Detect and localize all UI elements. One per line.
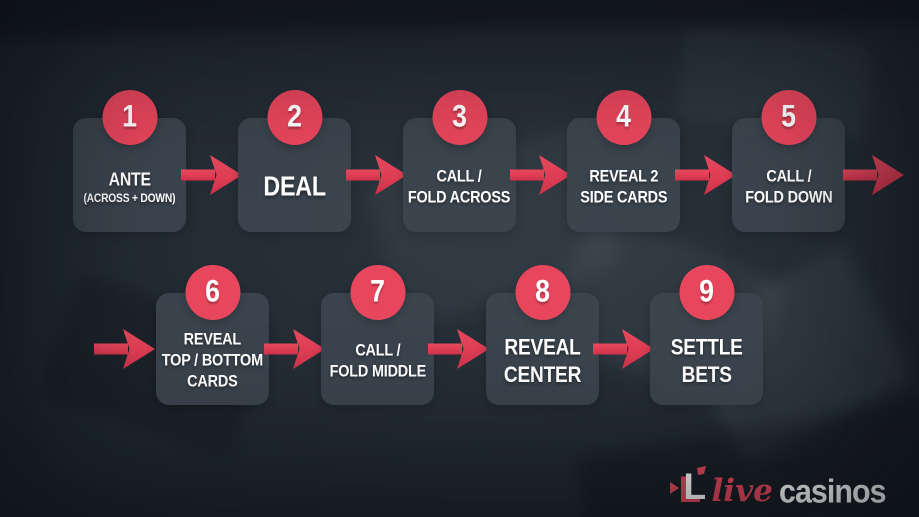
step-number: 2 [287, 99, 302, 135]
step-box-4: 4 REVEAL 2 SIDE CARDS [567, 90, 680, 232]
step-number: 9 [699, 274, 714, 310]
step-box-1: 1 ANTE (ACROSS + DOWN) [73, 90, 186, 232]
flow-arrow [593, 329, 654, 369]
step-title: CALL / FOLD MIDDLE [329, 340, 426, 381]
step-number: 3 [452, 99, 467, 135]
step-box-6: 6 REVEAL TOP / BOTTOM CARDS [156, 265, 269, 405]
step-number: 5 [781, 99, 796, 135]
step-title: CALL / FOLD ACROSS [408, 166, 511, 207]
logo-letter-shadow: L [678, 469, 702, 510]
flow-arrow-row-exit [843, 155, 904, 195]
step-box-7: 7 CALL / FOLD MIDDLE [321, 265, 434, 405]
flow-arrow [346, 155, 407, 195]
flow-arrow [264, 329, 325, 369]
step-number: 6 [205, 274, 220, 310]
step-number-badge: 3 [432, 90, 487, 145]
step-number-badge: 7 [350, 265, 405, 320]
logo-word-casinos: casinos [778, 472, 887, 510]
brand-logo-mark: L L [669, 465, 710, 511]
step-title: REVEAL 2 SIDE CARDS [579, 166, 668, 207]
flow-arrow-row-entry [94, 329, 155, 369]
step-number-badge: 9 [679, 265, 734, 320]
blurred-table-edge [0, 0, 919, 39]
step-number: 1 [122, 99, 137, 135]
flow-arrow [181, 155, 242, 195]
step-number: 7 [370, 274, 385, 310]
step-box-2: 2 DEAL [238, 90, 351, 232]
step-number-badge: 4 [596, 90, 651, 145]
step-number-badge: 8 [515, 265, 570, 320]
flow-arrow [428, 329, 489, 369]
logo-letter: L [683, 466, 707, 507]
logo-play-icon [669, 466, 706, 494]
step-title: SETTLE BETS [670, 334, 743, 388]
step-number-badge: 5 [761, 90, 816, 145]
step-box-8: 8 REVEAL CENTER [486, 265, 599, 405]
logo-word-live: live [711, 473, 773, 509]
flow-arrow [510, 155, 571, 195]
step-number-badge: 2 [267, 90, 322, 145]
step-title: CALL / FOLD DOWN [744, 166, 833, 207]
step-box-9: 9 SETTLE BETS [650, 265, 763, 405]
step-title: REVEAL CENTER [503, 334, 582, 388]
flow-arrow [675, 155, 736, 195]
step-title: REVEAL TOP / BOTTOM CARDS [161, 330, 264, 392]
step-subtitle: (ACROSS + DOWN) [83, 192, 176, 206]
step-number-badge: 6 [185, 265, 240, 320]
step-number: 8 [535, 274, 550, 310]
step-number-badge: 1 [102, 90, 157, 145]
step-box-3: 3 CALL / FOLD ACROSS [403, 90, 516, 232]
step-title: ANTE [108, 168, 151, 190]
brand-logo: L L live casinos [669, 463, 891, 511]
step-number: 4 [616, 99, 631, 135]
step-box-5: 5 CALL / FOLD DOWN [732, 90, 845, 232]
step-title: DEAL [263, 171, 326, 202]
